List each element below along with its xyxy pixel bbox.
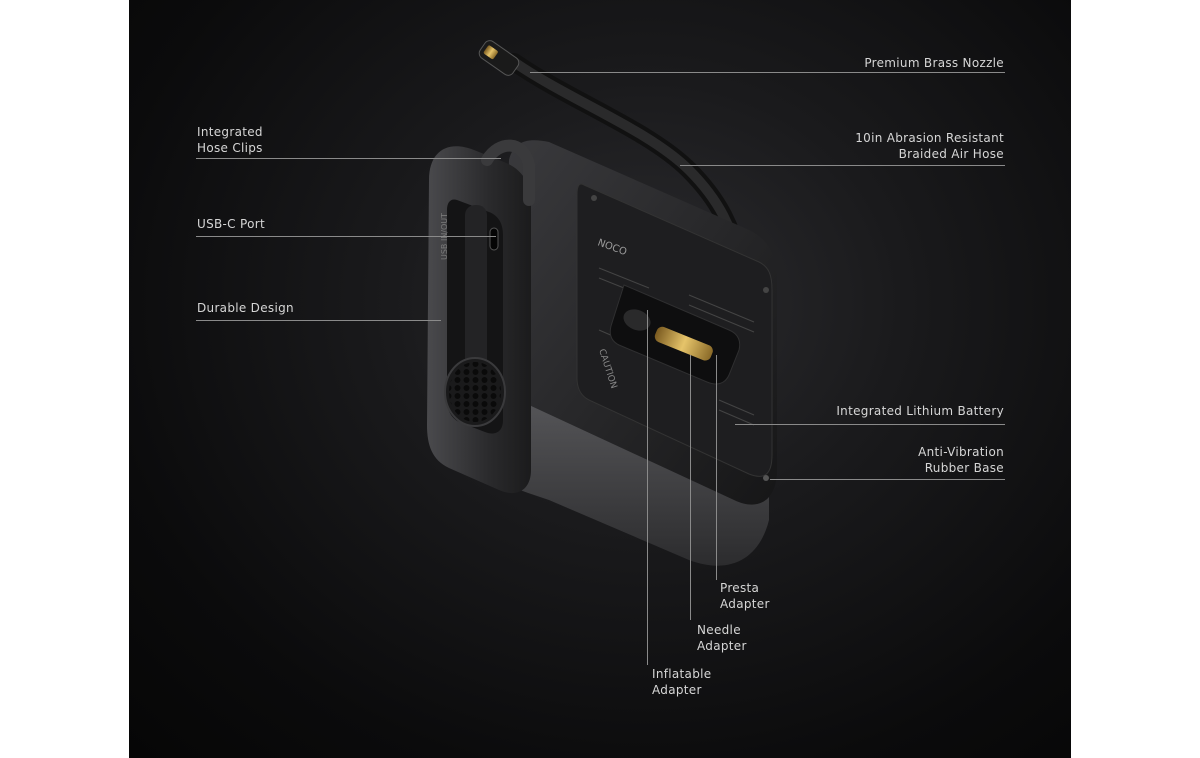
callout-rubber-base: Anti-Vibration Rubber Base xyxy=(918,445,1004,475)
callout-usb-port: USB-C Port xyxy=(197,217,265,231)
leader-lithium-battery xyxy=(735,424,1005,425)
callout-brass-nozzle: Premium Brass Nozzle xyxy=(864,56,1004,70)
callout-needle-adapter: Needle Adapter xyxy=(697,623,747,653)
callout-presta-adapter: Presta Adapter xyxy=(720,581,770,611)
leader-inflatable-adapter xyxy=(647,310,648,665)
callout-inflatable-adapter: Inflatable Adapter xyxy=(652,667,712,697)
product-photo-stage: NOCO CAUTION USB IN/OUT xyxy=(129,0,1071,758)
leader-air-hose xyxy=(680,165,1005,166)
leader-durable-design xyxy=(196,320,441,321)
leader-hose-clips xyxy=(196,158,501,159)
leader-usb-port xyxy=(196,236,496,237)
brass-nozzle-shape xyxy=(478,40,520,76)
air-inflator-product-image: NOCO CAUTION USB IN/OUT xyxy=(427,40,777,566)
callout-lithium-battery: Integrated Lithium Battery xyxy=(836,404,1004,418)
leader-needle-adapter xyxy=(690,355,691,620)
leader-brass-nozzle xyxy=(530,72,1005,73)
callout-air-hose: 10in Abrasion Resistant Braided Air Hose xyxy=(855,131,1004,161)
callout-durable-design: Durable Design xyxy=(197,301,294,315)
callout-hose-clips: Integrated Hose Clips xyxy=(197,125,263,155)
leader-presta-adapter xyxy=(716,355,717,580)
leader-rubber-base xyxy=(770,479,1005,480)
